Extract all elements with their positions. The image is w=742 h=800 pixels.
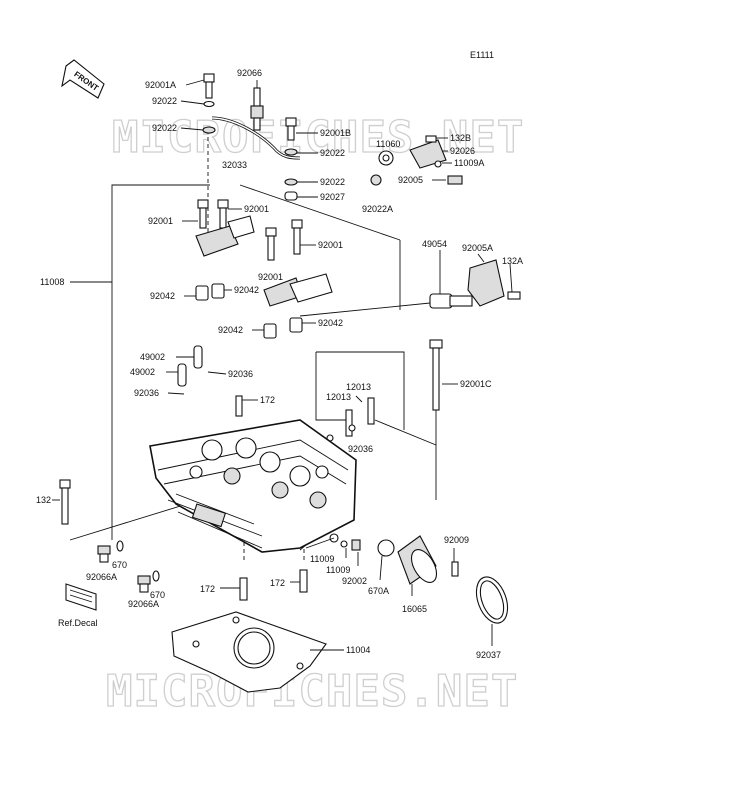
label-92022-d: 92022 [320, 177, 345, 187]
diagram-code: E1111 [470, 50, 494, 60]
label-92036-b: 92036 [134, 388, 159, 398]
label-92022A: 92022A [362, 204, 393, 214]
label-92009: 92009 [444, 535, 469, 545]
label-172-c: 172 [270, 578, 285, 588]
label-11004: 11004 [346, 645, 370, 655]
label-11009-a: 11009 [310, 554, 334, 564]
ref-decal-part [65, 583, 97, 611]
label-92066A-a: 92066A [86, 572, 117, 582]
plugs-92066A [97, 540, 160, 593]
label-92002: 92002 [342, 576, 367, 586]
assembly-bracket-lines [69, 130, 441, 560]
label-12013-a: 12013 [346, 382, 371, 392]
washers-and-bolt-11009 [329, 533, 395, 557]
label-92001-c: 92001 [318, 240, 343, 250]
clamp-92037 [451, 561, 509, 624]
dowel-pins-92042 [195, 283, 303, 339]
label-132: 132 [36, 495, 51, 505]
label-11009A: 11009A [454, 158, 484, 168]
cylinder-head-part [149, 419, 357, 553]
label-92037: 92037 [476, 650, 501, 660]
label-92001A: 92001A [145, 80, 176, 90]
oil-pipe-part [211, 116, 301, 160]
label-11009-b: 11009 [326, 565, 350, 575]
label-92022-b: 92022 [152, 123, 177, 133]
intake-pipe-16065 [397, 535, 438, 585]
label-92001-b: 92001 [244, 204, 269, 214]
long-bolt-92001C [429, 339, 443, 411]
label-92066: 92066 [237, 68, 262, 78]
head-gasket-11004 [171, 611, 327, 693]
label-92036-c: 92036 [348, 444, 373, 454]
label-ref-decal: Ref.Decal [58, 618, 98, 628]
label-32033: 32033 [222, 160, 247, 170]
label-92036-a: 92036 [228, 369, 253, 379]
cam-chain-tensioner [429, 259, 521, 309]
label-670-a: 670 [112, 560, 127, 570]
label-92042-b: 92042 [234, 285, 259, 295]
tensioner-bracket-part [370, 135, 463, 186]
label-16065: 16065 [402, 604, 427, 614]
label-172-b: 172 [200, 584, 215, 594]
label-172-a: 172 [260, 395, 275, 405]
label-92022-c: 92022 [320, 148, 345, 158]
bolt-132 [59, 479, 71, 525]
leader-lines [52, 79, 513, 651]
label-92022-a: 92022 [152, 96, 177, 106]
label-92001-d: 92001 [258, 272, 283, 282]
watermark-top: MICROFICHES.NET [112, 112, 524, 163]
oil-switch-92066 [250, 87, 264, 131]
label-49002-b: 49002 [130, 367, 155, 377]
label-92001C: 92001C [460, 379, 492, 389]
label-92027: 92027 [320, 192, 345, 202]
label-92042-d: 92042 [318, 318, 343, 328]
front-arrow-icon: FRONT [61, 59, 105, 99]
cap-bolts-92001 [197, 199, 303, 261]
label-11060: 11060 [376, 139, 400, 149]
label-11008: 11008 [40, 277, 64, 287]
label-132B: 132B [450, 133, 471, 143]
label-92001B: 92001B [320, 128, 351, 138]
label-92001-a: 92001 [148, 216, 173, 226]
label-92026: 92026 [450, 146, 475, 156]
label-92066A-b: 92066A [128, 599, 159, 609]
label-49002-a: 49002 [140, 352, 165, 362]
label-670A: 670A [368, 586, 389, 596]
watermark-bottom: MICROFICHES.NET [106, 666, 518, 717]
label-92005A: 92005A [462, 243, 493, 253]
studs-172 [239, 569, 308, 601]
label-132A: 132A [502, 256, 523, 266]
part-number-labels: 92001A 92066 92022 92022 92001B 132B 110… [36, 68, 523, 660]
camshaft-caps [195, 215, 333, 307]
label-92042-a: 92042 [150, 291, 175, 301]
label-92005: 92005 [398, 175, 423, 185]
label-92042-c: 92042 [218, 325, 243, 335]
label-12013-b: 12013 [326, 392, 351, 402]
label-670-b: 670 [150, 590, 165, 600]
label-49054: 49054 [422, 239, 447, 249]
